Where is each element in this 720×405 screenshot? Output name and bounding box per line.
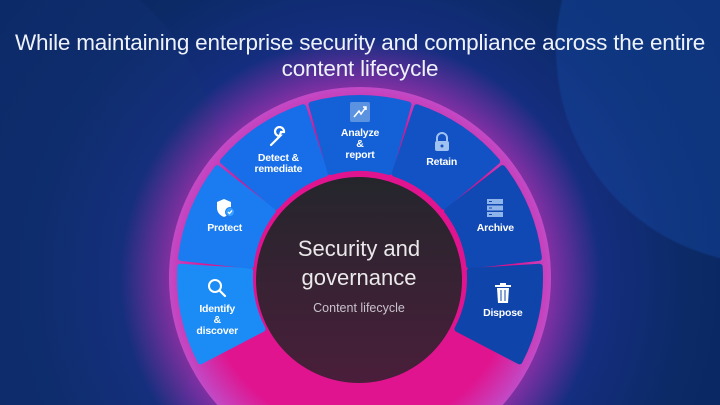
segment-label: Detect & remediate xyxy=(254,151,303,175)
center-circle xyxy=(256,177,462,383)
center-subtitle: Content lifecycle xyxy=(313,301,405,315)
lock-icon xyxy=(431,131,453,153)
wrench-icon xyxy=(267,125,289,148)
segment-label: Protect xyxy=(207,222,243,235)
segment-trash[interactable] xyxy=(454,263,543,365)
segment-label: Archive xyxy=(476,222,514,235)
segment-label: Dispose xyxy=(483,307,523,320)
segment-label: Identify & discover xyxy=(196,303,238,338)
trash-icon xyxy=(492,282,514,304)
chart-trend-icon xyxy=(349,101,371,123)
segment-chart-trend[interactable] xyxy=(308,95,412,176)
headline: While maintaining enterprise security an… xyxy=(14,30,706,81)
search-icon xyxy=(206,277,228,299)
shield-check-icon xyxy=(214,197,236,219)
segment-lock[interactable] xyxy=(391,104,501,210)
segment-label: Analyze & report xyxy=(340,127,380,161)
segment-wrench[interactable] xyxy=(219,104,329,210)
segment-search[interactable] xyxy=(177,263,266,365)
segment-label: Retain xyxy=(426,155,458,168)
archive-icon xyxy=(484,197,506,219)
center-title: Security and governance xyxy=(297,236,421,290)
segment-shield-check[interactable] xyxy=(178,165,276,269)
